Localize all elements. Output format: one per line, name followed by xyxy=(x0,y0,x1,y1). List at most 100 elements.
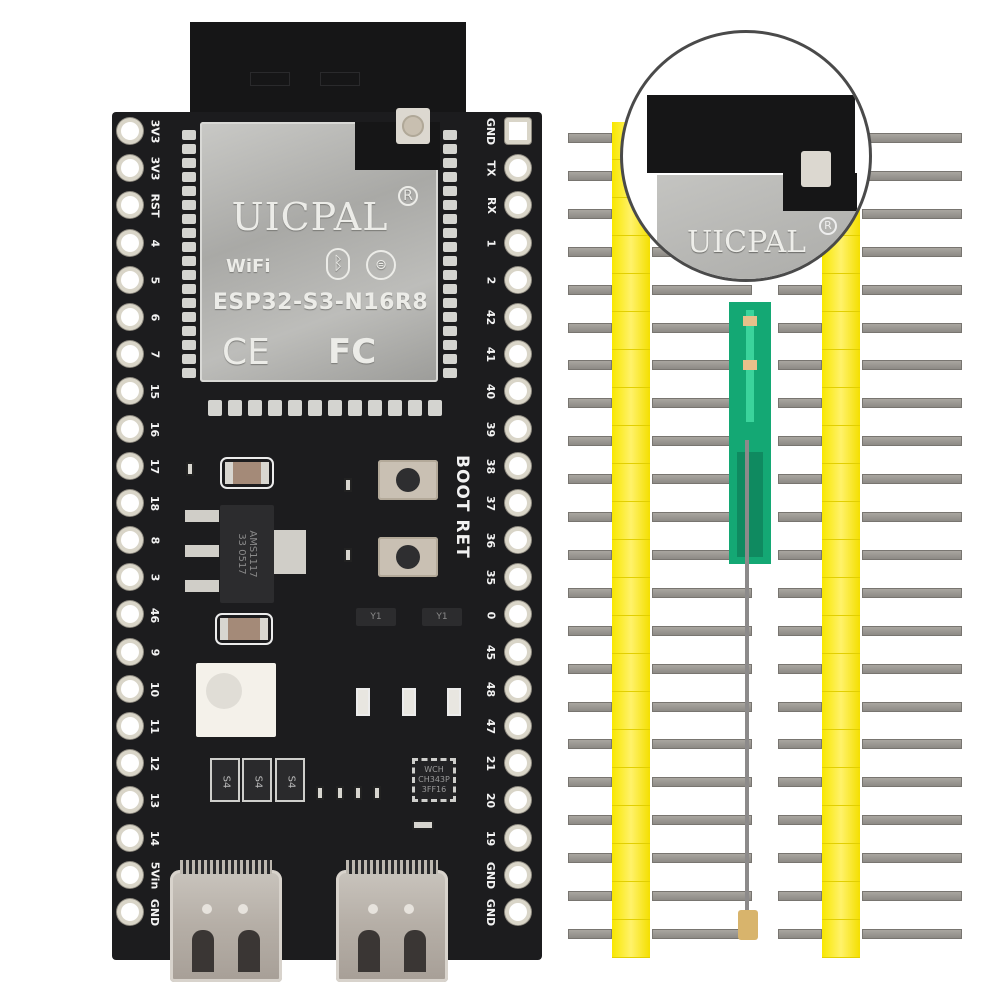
pin-hole[interactable] xyxy=(505,861,531,888)
pin-hole[interactable] xyxy=(117,341,143,368)
module-pad xyxy=(182,270,196,280)
module-pad xyxy=(443,354,457,364)
pin-hole[interactable] xyxy=(505,713,531,739)
pin-label: 10 xyxy=(143,671,167,708)
pin-hole[interactable] xyxy=(505,266,531,293)
pin-hole[interactable] xyxy=(117,452,143,479)
module-pad xyxy=(288,400,302,416)
header-segment xyxy=(822,274,860,312)
pin-hole[interactable] xyxy=(117,118,143,144)
pin-hole[interactable] xyxy=(117,638,143,665)
board-antenna-area xyxy=(190,22,466,122)
pin-hole[interactable] xyxy=(505,601,531,628)
module-pad xyxy=(182,144,196,154)
pin-hole[interactable] xyxy=(505,787,531,814)
pin-hole[interactable] xyxy=(505,452,531,479)
pin-hole[interactable] xyxy=(505,155,531,182)
pin-hole[interactable] xyxy=(117,824,143,851)
pin-hole[interactable] xyxy=(505,489,531,516)
pin-hole[interactable] xyxy=(117,229,143,256)
header-pin xyxy=(778,853,822,864)
pin-hole[interactable] xyxy=(505,638,531,665)
header-pin xyxy=(568,701,612,712)
usb-c-port-1[interactable] xyxy=(170,860,282,982)
pin-label-text: 19 xyxy=(484,830,498,846)
pin-hole[interactable] xyxy=(117,750,143,777)
module-pad xyxy=(328,400,342,416)
pin-hole[interactable] xyxy=(505,564,531,591)
pin-hole[interactable] xyxy=(117,675,143,702)
pin-label-text: 13 xyxy=(148,793,162,809)
pin-hole[interactable] xyxy=(117,378,143,405)
registered-mark: R xyxy=(398,186,418,206)
pin-hole[interactable] xyxy=(505,378,531,405)
header-segment xyxy=(612,502,650,540)
header-segment xyxy=(822,806,860,844)
header-segment xyxy=(612,768,650,806)
pin-label-text: GND xyxy=(484,861,498,890)
regulator-pin xyxy=(185,510,219,522)
module-pad xyxy=(268,400,282,416)
module-pad xyxy=(182,186,196,196)
regulator-marking: AMS1117 xyxy=(247,530,258,578)
pin-hole[interactable] xyxy=(117,898,143,925)
pin-hole[interactable] xyxy=(505,898,531,925)
pin-hole[interactable] xyxy=(505,675,531,702)
pin-hole[interactable] xyxy=(117,861,143,888)
pin-hole[interactable] xyxy=(117,192,143,219)
header-segment xyxy=(612,388,650,426)
pin-hole[interactable] xyxy=(505,229,531,256)
pin-label: 42 xyxy=(479,299,503,336)
pin-hole[interactable] xyxy=(117,303,143,330)
header-pin xyxy=(862,436,962,447)
header-segment xyxy=(822,730,860,768)
header-pin xyxy=(652,625,752,636)
module-pad xyxy=(443,214,457,224)
capacitor-terminal xyxy=(225,462,233,484)
pcb-antenna xyxy=(729,302,771,564)
usb-c-rivet xyxy=(404,904,414,914)
bluetooth-icon: ᛒ xyxy=(326,248,350,280)
pin-label-text: 6 xyxy=(148,313,162,322)
pin-hole[interactable] xyxy=(117,564,143,591)
module-pad xyxy=(443,368,457,378)
pin-label: 48 xyxy=(479,671,503,708)
pin-hole[interactable] xyxy=(117,527,143,554)
header-segment xyxy=(822,920,860,958)
ipex-plug[interactable] xyxy=(738,910,758,940)
header-pin xyxy=(652,777,752,788)
boot-button-cap[interactable] xyxy=(396,545,420,569)
header-pin xyxy=(568,398,612,409)
pin-header-left[interactable] xyxy=(612,122,650,958)
pin-hole[interactable] xyxy=(117,713,143,739)
transistor: Y1 xyxy=(422,608,462,626)
module-pad xyxy=(182,130,196,140)
pin-hole[interactable] xyxy=(117,601,143,628)
pin-hole[interactable] xyxy=(117,155,143,182)
usb-c-port-2[interactable] xyxy=(336,860,448,982)
header-pin xyxy=(568,777,612,788)
pin-hole[interactable] xyxy=(505,341,531,368)
ipex-connector[interactable] xyxy=(396,108,430,144)
wifi-label: WiFi xyxy=(226,256,271,277)
pin-label: 20 xyxy=(479,782,503,819)
pin-hole[interactable] xyxy=(505,118,531,144)
pin-label: 16 xyxy=(143,411,167,448)
pin-hole[interactable] xyxy=(505,527,531,554)
pin-hole[interactable] xyxy=(117,787,143,814)
capacitor-terminal xyxy=(220,618,228,640)
pin-label-text: RX xyxy=(484,197,498,215)
pin-hole[interactable] xyxy=(505,415,531,442)
pin-hole[interactable] xyxy=(117,415,143,442)
pin-hole[interactable] xyxy=(505,192,531,219)
pin-hole[interactable] xyxy=(117,266,143,293)
module-pad xyxy=(348,400,362,416)
pin-hole[interactable] xyxy=(117,489,143,516)
pin-label-text: 37 xyxy=(484,495,498,512)
reset-button-cap[interactable] xyxy=(396,468,420,492)
pin-label-text: 2 xyxy=(484,276,498,285)
pin-hole[interactable] xyxy=(505,824,531,851)
pin-hole[interactable] xyxy=(505,303,531,330)
pin-hole[interactable] xyxy=(505,750,531,777)
module-pad xyxy=(308,400,322,416)
